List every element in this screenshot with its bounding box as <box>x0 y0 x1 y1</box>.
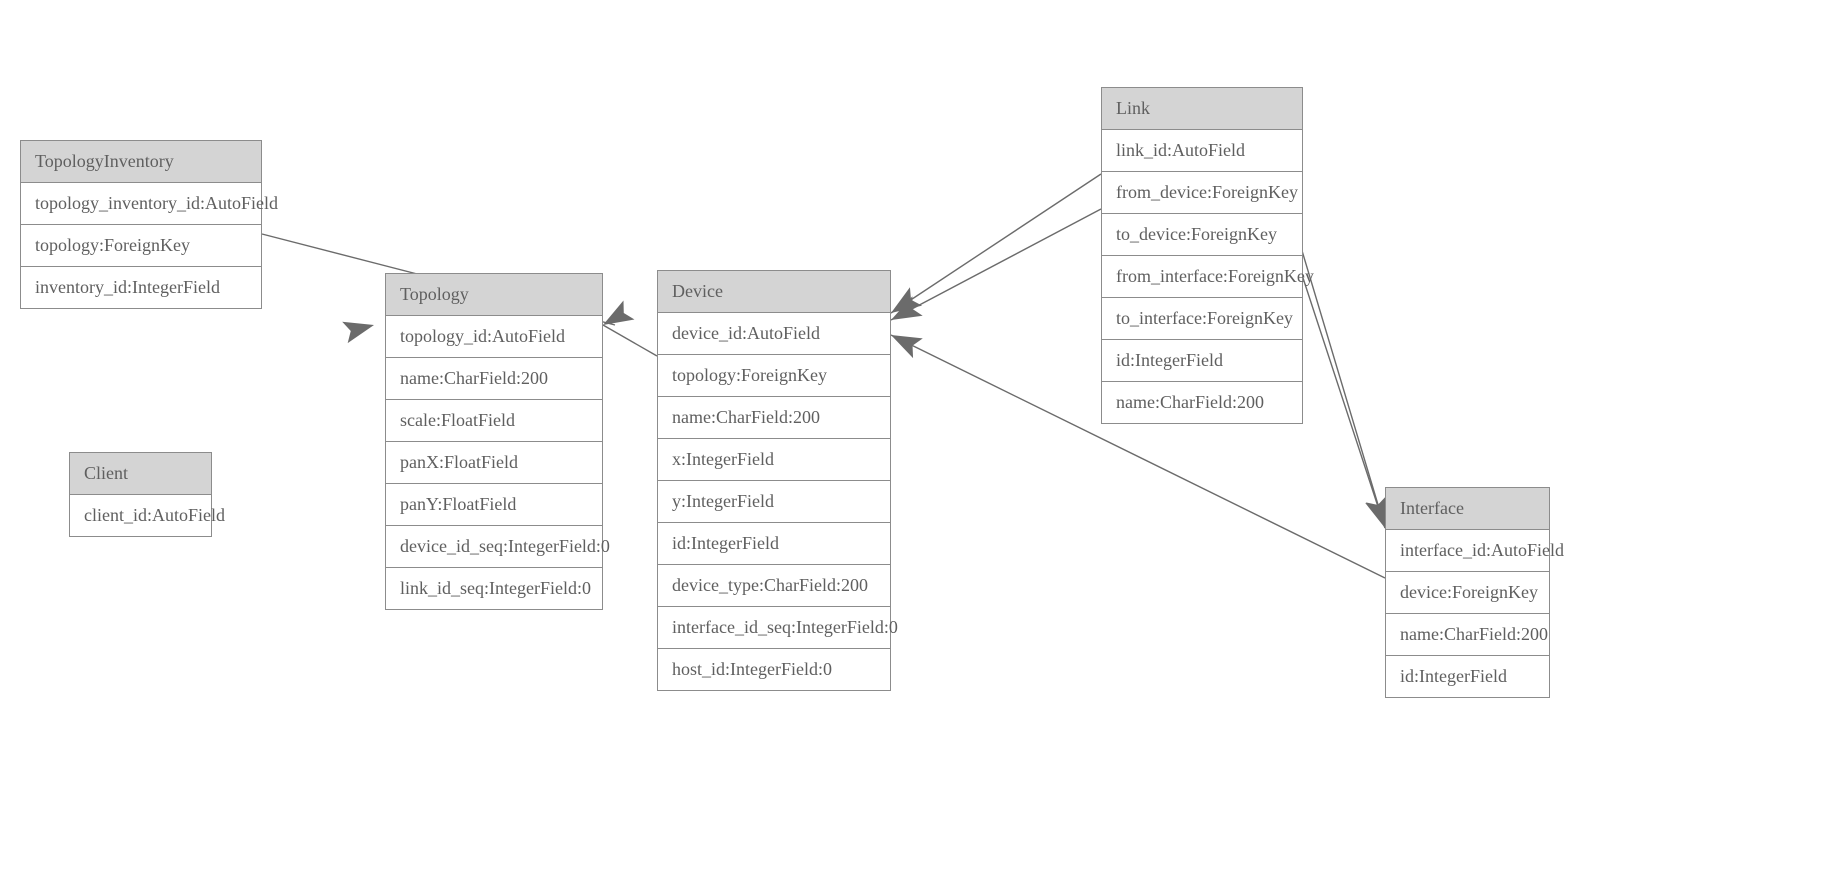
entity-field: id:IntegerField <box>658 523 890 565</box>
relationship-line <box>602 324 658 357</box>
relationship-line <box>890 208 1102 321</box>
entity-field: y:IntegerField <box>658 481 890 523</box>
relationship-link-from-device-to-device <box>890 173 1102 314</box>
entity-field: panX:FloatField <box>386 442 602 484</box>
entity-title-device: Device <box>658 271 890 313</box>
entity-field: topology_id:AutoField <box>386 316 602 358</box>
entity-title-interface: Interface <box>1386 488 1549 530</box>
relationship-arrowhead <box>891 335 923 359</box>
relationship-line <box>1299 243 1386 529</box>
entity-field: device_id_seq:IntegerField:0 <box>386 526 610 568</box>
entity-field: x:IntegerField <box>658 439 890 481</box>
entity-field: to_interface:ForeignKey <box>1102 298 1302 340</box>
entity-field: name:CharField:200 <box>1386 614 1549 656</box>
entity-field: host_id:IntegerField:0 <box>658 649 890 690</box>
entity-field: link_id:AutoField <box>1102 130 1302 172</box>
relationship-arrowhead <box>891 296 923 320</box>
relationship-arrowhead <box>342 321 374 344</box>
entity-field: id:IntegerField <box>1386 656 1549 697</box>
entity-field: name:CharField:200 <box>658 397 890 439</box>
entity-field: id:IntegerField <box>1102 340 1302 382</box>
relationship-link-to-interface-to-interface <box>1302 277 1387 529</box>
entity-field: device:ForeignKey <box>1386 572 1549 614</box>
entity-title-topologyinventory: TopologyInventory <box>21 141 261 183</box>
entity-field: client_id:AutoField <box>70 495 225 536</box>
relationship-link-to-device-to-device <box>890 208 1102 321</box>
entity-field: device_type:CharField:200 <box>658 565 890 607</box>
entity-field: interface_id_seq:IntegerField:0 <box>658 607 898 649</box>
entity-field: from_device:ForeignKey <box>1102 172 1302 214</box>
entity-title-topology: Topology <box>386 274 602 316</box>
entity-field: name:CharField:200 <box>1102 382 1302 423</box>
entity-field: to_device:ForeignKey <box>1102 214 1302 256</box>
entity-field: interface_id:AutoField <box>1386 530 1564 572</box>
entity-title-link: Link <box>1102 88 1302 130</box>
entity-title-client: Client <box>70 453 211 495</box>
relationship-device-to-topology <box>602 300 658 357</box>
entity-field: device_id:AutoField <box>658 313 890 355</box>
entity-field: topology_inventory_id:AutoField <box>21 183 278 225</box>
entity-field: topology:ForeignKey <box>658 355 890 397</box>
entity-field: scale:FloatField <box>386 400 602 442</box>
entity-field: inventory_id:IntegerField <box>21 267 261 308</box>
relationship-link-from-interface-to-interface <box>1299 243 1387 529</box>
entity-field: name:CharField:200 <box>386 358 602 400</box>
relationship-line <box>1302 277 1386 529</box>
entity-field: panY:FloatField <box>386 484 602 526</box>
entity-field: from_interface:ForeignKey <box>1102 256 1314 298</box>
entity-field: topology:ForeignKey <box>21 225 261 267</box>
relationship-arrowhead <box>603 300 635 325</box>
entity-field: link_id_seq:IntegerField:0 <box>386 568 602 609</box>
relationship-line <box>890 173 1102 314</box>
